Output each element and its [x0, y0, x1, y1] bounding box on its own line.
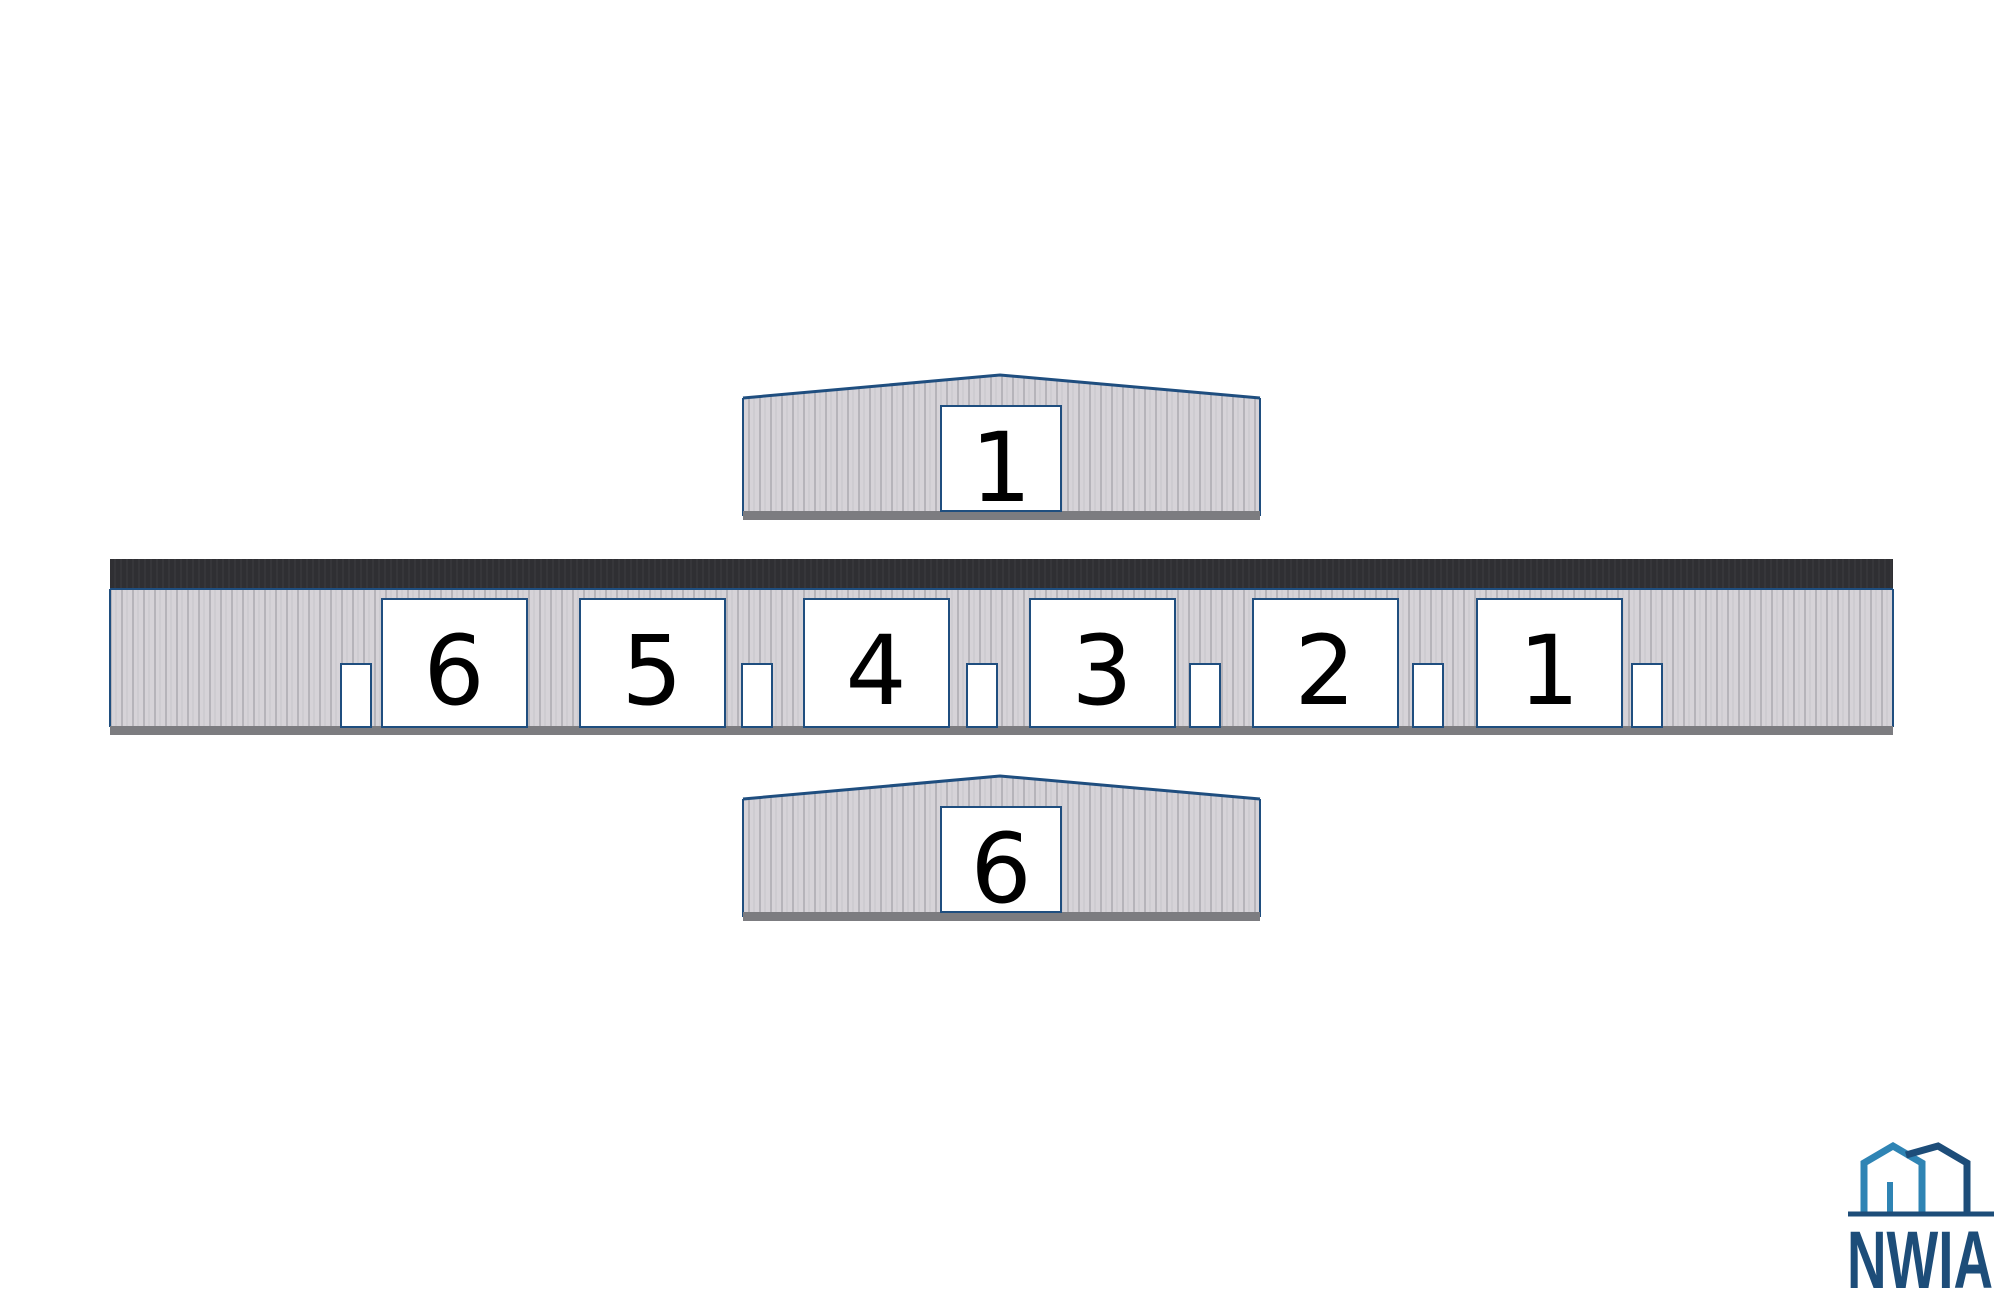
- unit-door-3: 3: [1029, 598, 1176, 728]
- unit-door-1: 1: [1476, 598, 1623, 728]
- walk-door: [741, 663, 773, 728]
- unit-label: 6: [423, 615, 484, 727]
- nwia-logo: NWIA: [1847, 1141, 1994, 1294]
- front-base: [110, 726, 1893, 735]
- unit-label: 1: [1518, 615, 1579, 727]
- bottom-end-overhead-door: 6: [940, 806, 1062, 925]
- walk-doors: [340, 663, 1663, 728]
- unit-label: 5: [621, 615, 682, 727]
- top-end-base: [743, 511, 1260, 520]
- unit-label: 4: [845, 615, 906, 727]
- top-end-roofline: [742, 373, 1261, 400]
- unit-door-2: 2: [1252, 598, 1399, 728]
- unit-door-6: 6: [381, 598, 528, 728]
- front-roof: [110, 559, 1893, 589]
- top-end-door-label: 1: [970, 412, 1031, 524]
- unit-label: 2: [1294, 615, 1355, 727]
- walk-door: [340, 663, 372, 728]
- logo-text: NWIA: [1847, 1215, 1993, 1294]
- unit-label: 3: [1071, 615, 1132, 727]
- front-elevation: 6 5 4 3 2 1: [109, 559, 1894, 735]
- top-end-elevation: 1: [742, 373, 1261, 524]
- walk-door: [966, 663, 998, 728]
- house-roofline-icon: [1848, 1141, 1994, 1217]
- unit-door-5: 5: [579, 598, 726, 728]
- walk-door: [1631, 663, 1663, 728]
- front-wall: [110, 589, 1893, 727]
- bottom-end-base: [743, 912, 1260, 921]
- bottom-end-roofline: [742, 774, 1261, 801]
- walk-door: [1189, 663, 1221, 728]
- walk-door: [1412, 663, 1444, 728]
- bottom-end-door-label: 6: [970, 813, 1031, 925]
- unit-door-4: 4: [803, 598, 950, 728]
- bottom-end-elevation: 6: [742, 774, 1261, 925]
- top-end-overhead-door: 1: [940, 405, 1062, 524]
